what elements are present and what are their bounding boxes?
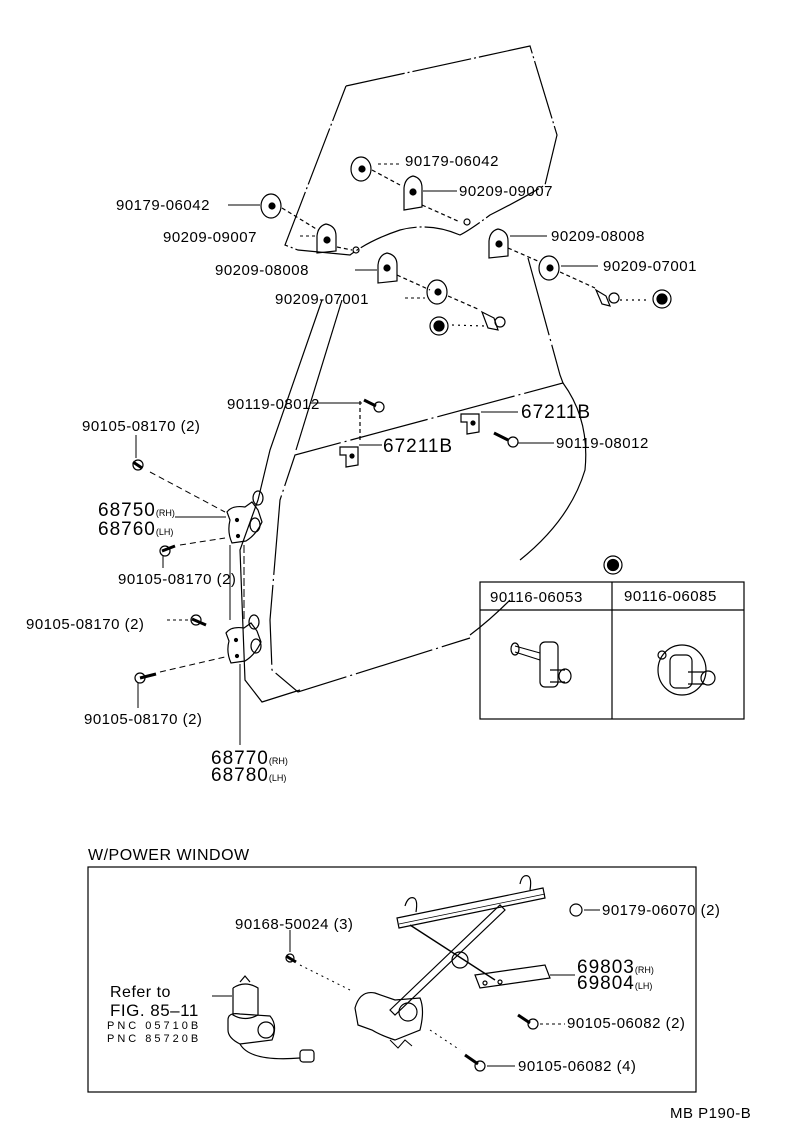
figure-code: MB P190-B <box>670 1105 752 1122</box>
upper-hinge <box>132 435 264 620</box>
refer-to-label: Refer to <box>110 984 171 1001</box>
part-number: 68780 <box>211 765 269 786</box>
side-indicator: (RH) <box>155 508 175 518</box>
part-number: 68760 <box>98 519 156 540</box>
label-hinge-68780: 68780(LH) <box>211 766 286 785</box>
label-90105-08170-d: 90105-08170 (2) <box>84 711 203 728</box>
label-90179-06070: 90179-06070 (2) <box>602 902 721 919</box>
glass-channel-brackets <box>310 398 554 468</box>
side-indicator: (LH) <box>268 773 287 783</box>
leader-lines-top <box>228 163 598 299</box>
figure-reference[interactable]: FIG. 85–11 <box>110 1001 199 1020</box>
variant-table <box>479 555 745 720</box>
variant-header-90116-06053: 90116-06053 <box>490 589 583 606</box>
door-frame-outline <box>239 257 587 703</box>
door-glass-outline <box>284 45 558 256</box>
label-90105-08170-c: 90105-08170 (2) <box>26 616 145 633</box>
label-hinge-68770: 68770(RH) <box>211 749 288 768</box>
lower-hinge <box>134 614 262 745</box>
label-90209-08008-left: 90209-08008 <box>215 262 309 279</box>
side-indicator: (LH) <box>155 527 174 537</box>
label-90105-08170-b: 90105-08170 (2) <box>118 571 237 588</box>
part-number: 68750 <box>98 500 156 521</box>
power-window-box <box>87 866 697 1093</box>
label-67211b-left: 67211B <box>383 436 454 457</box>
pnc-85720b: PNC 85720B <box>107 1033 202 1045</box>
part-number: 69803 <box>577 957 635 978</box>
label-hinge-68760: 68760(LH) <box>98 520 173 539</box>
label-90209-08008-right: 90209-08008 <box>551 228 645 245</box>
pnc-05710b: PNC 05710B <box>107 1020 202 1032</box>
label-90209-09007-lower: 90209-09007 <box>163 229 257 246</box>
label-90168-50024: 90168-50024 (3) <box>235 916 354 933</box>
part-number: 69804 <box>577 973 635 994</box>
side-indicator: (RH) <box>634 965 654 975</box>
label-90119-08012-left: 90119-08012 <box>227 396 320 413</box>
glass-cushion-parts <box>260 156 672 336</box>
label-90209-09007-upper: 90209-09007 <box>459 183 553 200</box>
label-90105-06082-a: 90105-06082 (2) <box>567 1015 686 1032</box>
label-90209-07001-right: 90209-07001 <box>603 258 697 275</box>
label-90105-08170-a: 90105-08170 (2) <box>82 418 201 435</box>
label-90119-08012-right: 90119-08012 <box>556 435 649 452</box>
side-indicator: (RH) <box>268 756 288 766</box>
label-90209-07001-left: 90209-07001 <box>275 291 369 308</box>
label-regulator-69804: 69804(LH) <box>577 974 652 993</box>
label-90105-06082-b: 90105-06082 (4) <box>518 1058 637 1075</box>
label-regulator-69803: 69803(RH) <box>577 958 654 977</box>
label-hinge-68750: 68750(RH) <box>98 501 175 520</box>
power-window-title: W/POWER WINDOW <box>88 847 250 864</box>
label-90179-06042-lower: 90179-06042 <box>116 197 210 214</box>
label-90179-06042-upper: 90179-06042 <box>405 153 499 170</box>
part-number: 68770 <box>211 748 269 769</box>
label-67211b-right: 67211B <box>521 402 592 423</box>
side-indicator: (LH) <box>634 981 653 991</box>
variant-header-90116-06085: 90116-06085 <box>624 588 717 605</box>
